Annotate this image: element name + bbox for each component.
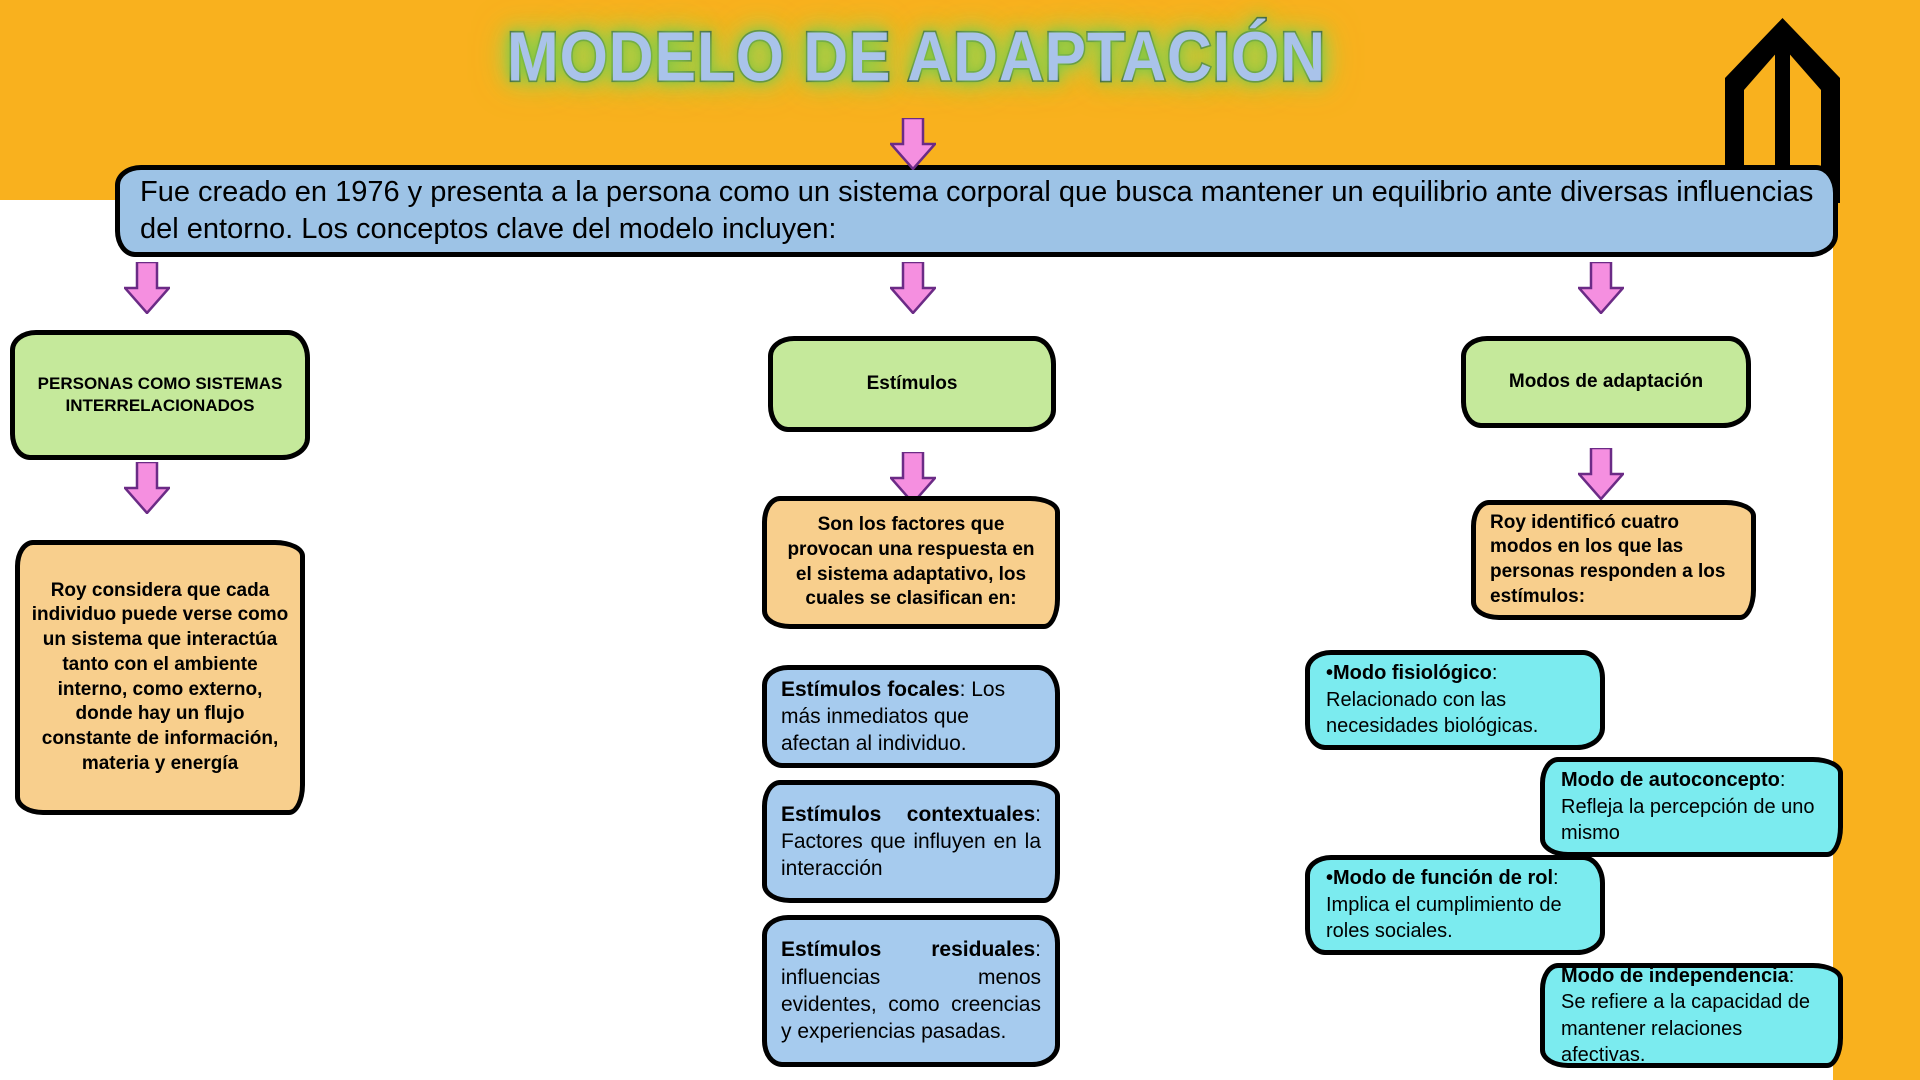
summary-text-personas: Roy considera que cada individuo puede v… bbox=[31, 579, 289, 774]
item-sep: : bbox=[959, 677, 972, 701]
item-desc: influencias menos evidentes, como creenc… bbox=[781, 965, 1041, 1044]
item-desc: Se refiere a la capacidad de mantener re… bbox=[1561, 991, 1811, 1066]
item-desc: Relacionado con las necesidades biológic… bbox=[1326, 688, 1539, 738]
item-term: Modo fisiológico bbox=[1333, 662, 1492, 685]
item-desc: Implica el cumplimiento de roles sociale… bbox=[1326, 893, 1562, 943]
heading-text-personas: PERSONAS COMO SISTEMAS INTERRELACIONADOS bbox=[37, 373, 283, 415]
summary-box-estimulos: Son los factores que provocan una respue… bbox=[762, 496, 1060, 629]
heading-text-estimulos: Estímulos bbox=[866, 373, 958, 395]
item-box-estimulos-focales: Estímulos focales: Los más inmediatos qu… bbox=[762, 665, 1060, 768]
item-sep: : bbox=[1779, 769, 1786, 792]
down-arrow-icon bbox=[124, 462, 170, 514]
down-arrow-icon bbox=[1578, 448, 1624, 500]
item-box-estimulos-contextuales: Estímulos contextuales: Factores que inf… bbox=[762, 780, 1060, 903]
item-bullet: • bbox=[1326, 662, 1334, 685]
item-box-estimulos-residuales: Estímulos residuales: influencias menos … bbox=[762, 915, 1060, 1067]
item-sep: : bbox=[1788, 964, 1795, 987]
item-box-modo-autoconcepto: Modo de autoconcepto: Refleja la percepc… bbox=[1540, 757, 1843, 857]
down-arrow-icon bbox=[890, 452, 936, 504]
down-arrow-icon bbox=[124, 262, 170, 314]
summary-box-modos: Roy identificó cuatro modos en los que l… bbox=[1471, 500, 1756, 620]
heading-box-modos: Modos de adaptación bbox=[1461, 336, 1751, 428]
heading-text-modos: Modos de adaptación bbox=[1508, 371, 1704, 393]
item-term: Estímulos residuales bbox=[781, 938, 1036, 962]
item-sep: : bbox=[1553, 867, 1559, 890]
intro-text: Fue creado en 1976 y presenta a la perso… bbox=[140, 175, 1814, 245]
item-box-modo-funcion-rol: •Modo de función de rol: Implica el cump… bbox=[1305, 855, 1605, 955]
item-desc: Los más inmediatos que afectan al indivi… bbox=[781, 677, 1006, 756]
summary-box-personas: Roy considera que cada individuo puede v… bbox=[15, 540, 305, 815]
summary-text-estimulos: Son los factores que provocan una respue… bbox=[787, 514, 1035, 610]
item-box-modo-fisiologico: •Modo fisiológico: Relacionado con las n… bbox=[1305, 650, 1605, 750]
right-yellow-band bbox=[1833, 0, 1920, 1080]
heading-box-estimulos: Estímulos bbox=[768, 336, 1056, 432]
item-desc: Refleja la percepción de uno mismo bbox=[1561, 795, 1815, 845]
item-box-modo-independencia: Modo de independencia: Se refiere a la c… bbox=[1540, 963, 1843, 1068]
down-arrow-icon bbox=[1578, 262, 1624, 314]
summary-text-modos: Roy identificó cuatro modos en los que l… bbox=[1490, 511, 1726, 607]
item-sep: : bbox=[1491, 662, 1498, 685]
down-arrow-icon bbox=[890, 118, 936, 170]
down-arrow-icon bbox=[890, 262, 936, 314]
double-up-arrow-icon bbox=[1725, 18, 1840, 203]
heading-box-personas: PERSONAS COMO SISTEMAS INTERRELACIONADOS bbox=[10, 330, 310, 460]
item-bullet: • bbox=[1326, 867, 1334, 890]
item-desc: Factores que influyen en la interacción bbox=[781, 829, 1041, 881]
item-term: Estímulos contextuales bbox=[781, 802, 1036, 826]
item-term: Modo de independencia bbox=[1561, 964, 1789, 987]
item-sep: : bbox=[1035, 938, 1041, 962]
item-term: Modo de función de rol bbox=[1333, 867, 1553, 890]
item-term: Estímulos focales bbox=[781, 677, 960, 701]
item-sep: : bbox=[1035, 802, 1041, 826]
intro-box: Fue creado en 1976 y presenta a la perso… bbox=[115, 165, 1838, 257]
item-term: Modo de autoconcepto bbox=[1561, 769, 1780, 792]
